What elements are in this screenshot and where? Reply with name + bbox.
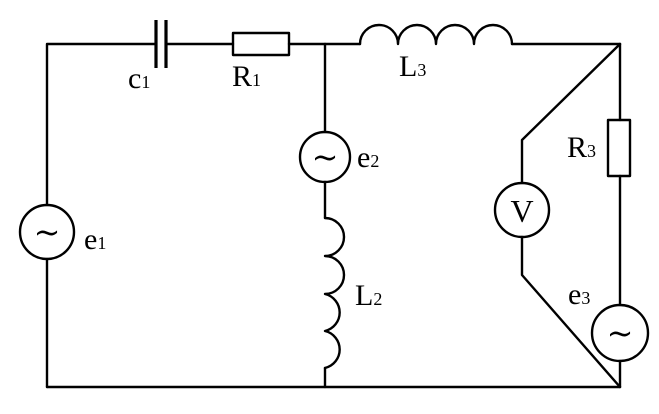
label-e1: e1 xyxy=(84,223,106,256)
voltmeter: V xyxy=(493,181,551,239)
voltage-source-e1: ~ xyxy=(18,203,76,261)
ac-source-icon: ~ xyxy=(607,314,634,352)
label-e3: e3 xyxy=(568,278,590,311)
label-e2: e2 xyxy=(357,141,379,174)
voltage-source-e3: ~ xyxy=(590,303,650,363)
capacitor-c1 xyxy=(154,20,168,68)
label-l3: L3 xyxy=(399,50,426,83)
wire-left-upper xyxy=(45,42,158,207)
wire-voltmeter-upper xyxy=(520,42,622,185)
label-r3: R3 xyxy=(567,131,596,164)
ac-source-icon: ~ xyxy=(312,138,339,176)
wire-voltmeter-lower xyxy=(520,235,622,389)
inductor-l2 xyxy=(323,216,346,370)
voltage-source-e2: ~ xyxy=(298,130,352,184)
inductor-l3 xyxy=(358,23,514,46)
label-l2: L2 xyxy=(355,279,382,312)
label-r1: R1 xyxy=(232,60,261,93)
wires xyxy=(45,42,622,389)
voltmeter-symbol: V xyxy=(510,193,533,229)
resistor-r1 xyxy=(231,31,291,57)
label-c1: c1 xyxy=(128,62,150,95)
ac-source-icon: ~ xyxy=(34,213,61,251)
resistor-r3 xyxy=(606,118,632,178)
